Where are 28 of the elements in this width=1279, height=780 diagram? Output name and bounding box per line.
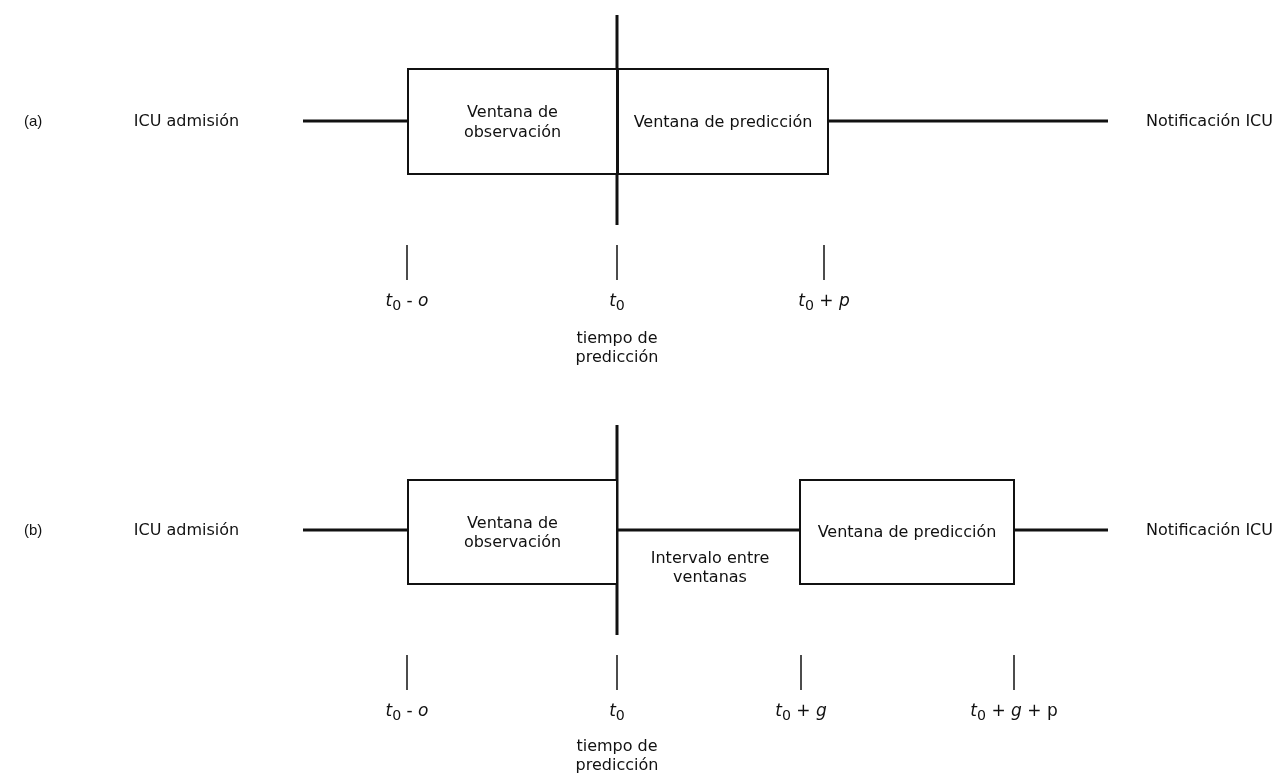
timeline-segment (303, 119, 407, 123)
time-label: t$_{0}$ + p (798, 290, 850, 315)
time-label: t$_{0}$ + g + p (970, 700, 1058, 725)
event-label: ICU admisión (70, 96, 303, 146)
event-label: Notificación ICU (1108, 96, 1279, 146)
panel-label: (b) (24, 521, 43, 539)
timeline-segment (829, 119, 1108, 123)
window-box (407, 479, 618, 585)
window-label: Ventana de observación (462, 512, 563, 552)
window-box (799, 479, 1015, 585)
window-label: Ventana de predicción (632, 111, 814, 132)
time-label: t$_{0}$ - o (385, 290, 429, 315)
event-label: ICU admisión (70, 505, 303, 555)
timeline-segment (303, 528, 407, 532)
time-label: t$_{0}$ (609, 290, 625, 315)
panel-label: (a) (24, 112, 43, 130)
window-label: Ventana de observación (462, 102, 563, 141)
window-box (407, 68, 618, 175)
time-caption: tiempo de predicción (574, 736, 660, 775)
timeline-segment (1015, 528, 1108, 532)
time-caption: tiempo de predicción (574, 328, 660, 367)
window-label: Ventana de predicción (816, 522, 998, 542)
window-box (617, 68, 829, 175)
time-label: t$_{0}$ (609, 700, 625, 725)
event-label: Notificación ICU (1108, 505, 1279, 555)
time-label: t$_{0}$ + g (775, 700, 827, 725)
timeline-segment (618, 528, 799, 532)
time-label: t$_{0}$ - o (385, 700, 429, 725)
